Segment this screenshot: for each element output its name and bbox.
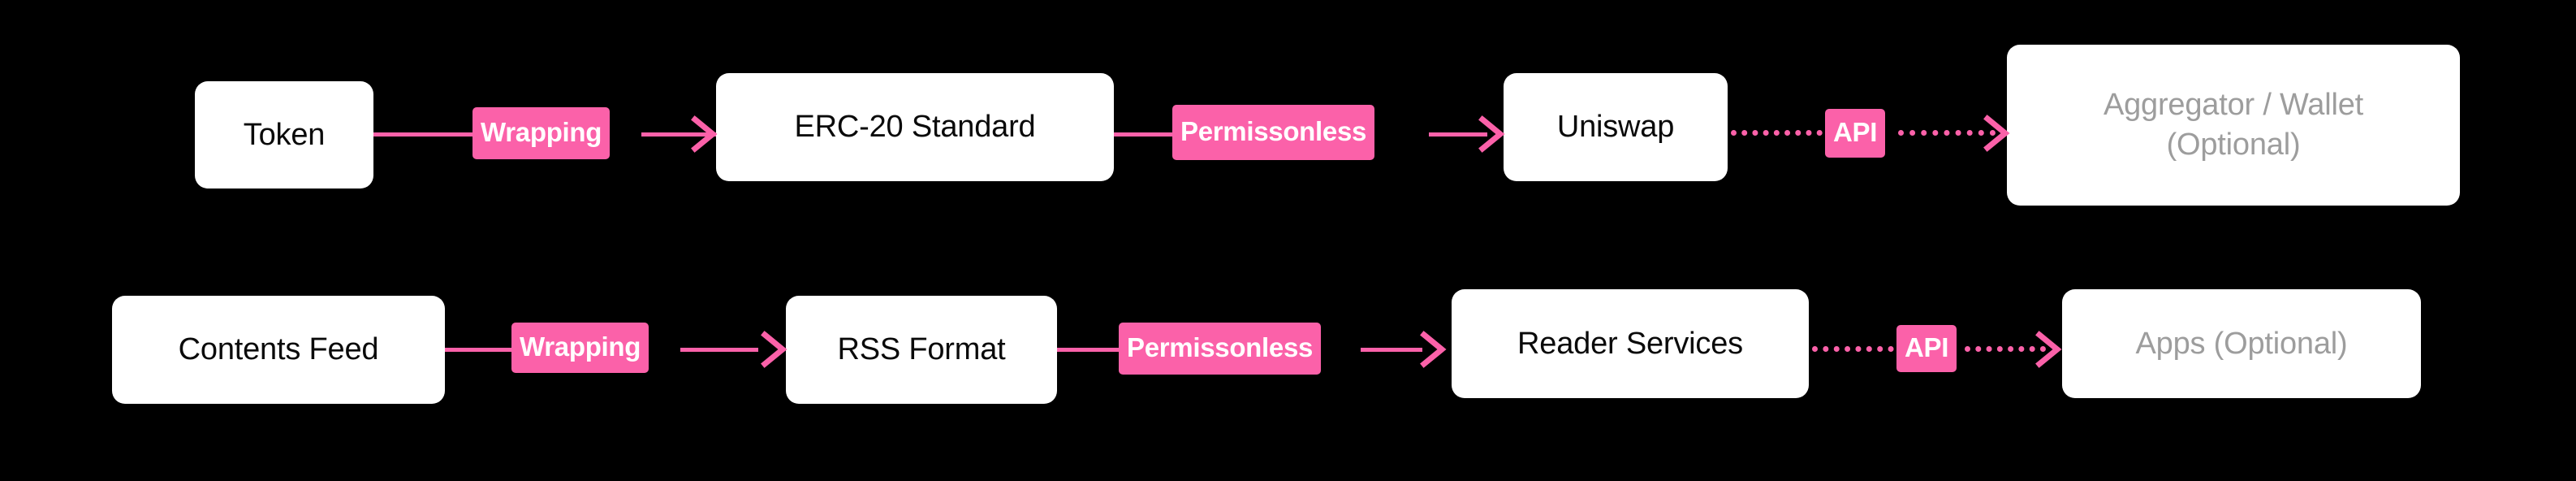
connector-permissonless-to-uniswap bbox=[1429, 132, 1487, 136]
connector-rss-to-permissonless bbox=[1057, 348, 1119, 352]
connector-label-api-row2[interactable]: API bbox=[1896, 325, 1957, 372]
node-reader-services-label: Reader Services bbox=[1517, 326, 1743, 361]
node-reader-services[interactable]: Reader Services bbox=[1452, 289, 1809, 398]
arrowhead-to-apps bbox=[2035, 331, 2062, 368]
node-erc20-standard[interactable]: ERC-20 Standard bbox=[716, 73, 1114, 181]
connector-label-api-row1[interactable]: API bbox=[1825, 109, 1886, 158]
node-aggregator-wallet-label: Aggregator / Wallet (Optional) bbox=[2103, 88, 2364, 162]
node-token-label: Token bbox=[243, 117, 326, 152]
connector-permissonless-to-reader bbox=[1361, 348, 1422, 352]
arrowhead-to-uniswap bbox=[1478, 115, 1505, 153]
node-apps-optional-label: Apps (Optional) bbox=[2135, 326, 2348, 361]
arrowhead-to-aggregator bbox=[1983, 115, 2010, 152]
node-rss-format-label: RSS Format bbox=[837, 332, 1006, 367]
connector-token-to-wrapping bbox=[373, 132, 472, 136]
node-token[interactable]: Token bbox=[195, 81, 373, 188]
connector-wrapping-to-rss bbox=[680, 348, 758, 352]
connector-wrapping-to-erc20 bbox=[641, 132, 716, 136]
connector-label-permissonless-row2[interactable]: Permissonless bbox=[1119, 323, 1322, 375]
node-uniswap[interactable]: Uniswap bbox=[1504, 73, 1728, 181]
arrowhead-to-reader-services bbox=[1420, 331, 1447, 368]
connector-label-permissonless-row1[interactable]: Permissonless bbox=[1172, 105, 1375, 160]
node-erc20-standard-label: ERC-20 Standard bbox=[794, 110, 1036, 145]
connector-label-wrapping-row1[interactable]: Wrapping bbox=[472, 107, 611, 159]
arrowhead-to-erc20 bbox=[691, 115, 718, 153]
connector-api-to-apps bbox=[1965, 346, 2046, 352]
connector-label-wrapping-row2[interactable]: Wrapping bbox=[511, 323, 649, 373]
connector-feed-to-wrapping bbox=[445, 348, 513, 352]
connector-reader-to-api bbox=[1812, 346, 1905, 352]
node-contents-feed[interactable]: Contents Feed bbox=[112, 296, 445, 404]
connector-erc20-to-permissonless bbox=[1114, 132, 1172, 136]
connector-uniswap-to-api bbox=[1731, 130, 1833, 136]
node-uniswap-label: Uniswap bbox=[1556, 110, 1675, 145]
node-aggregator-wallet[interactable]: Aggregator / Wallet (Optional) bbox=[2007, 45, 2460, 206]
node-contents-feed-label: Contents Feed bbox=[178, 332, 379, 367]
connector-api-to-aggregator bbox=[1898, 130, 1996, 136]
node-rss-format[interactable]: RSS Format bbox=[786, 296, 1057, 404]
arrowhead-to-rss-format bbox=[761, 331, 787, 368]
node-apps-optional[interactable]: Apps (Optional) bbox=[2062, 289, 2421, 398]
